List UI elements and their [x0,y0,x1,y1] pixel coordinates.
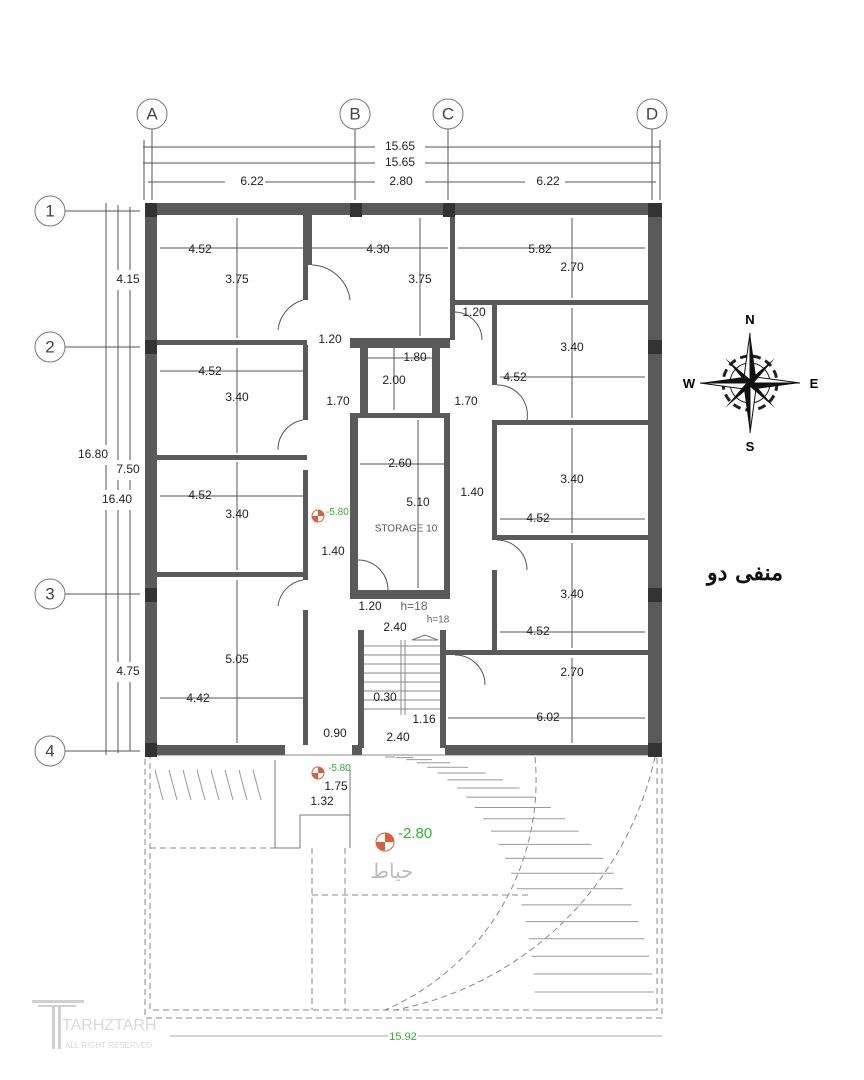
stair-dim-2: 0.30 [373,690,397,704]
level-yard: -2.80 [398,825,432,842]
axis-b: B [349,105,360,124]
elevator-width: 1.80 [403,350,427,364]
small-stair [274,760,351,849]
stair-dim-3: 1.16 [412,712,436,726]
watermark-sub: ALL RIGHT RESERVED [65,1041,152,1050]
axis-d: D [646,105,658,124]
compass-icon [699,332,801,434]
axis-2: 2 [45,338,54,357]
floor-label: منفی دو [705,560,783,586]
dim-row23: 7.50 [116,462,140,476]
stair-dim-6: 1.32 [310,794,334,808]
yard [144,754,663,1019]
dim-overall-2: 15.65 [385,155,415,169]
r4-height: 3.40 [560,587,584,601]
dim-total-inner: 16.40 [102,492,132,506]
level-marker-icon [375,832,395,852]
corridor-dim-2: 1.70 [326,394,350,408]
corridor-dim-3: 1.70 [454,394,478,408]
yard-step [224,769,234,801]
stair-dimensions: 1.20 h=18 h=18 2.40 0.30 1.16 2.40 0.90 … [310,599,449,808]
level-entry: -5.80 [328,763,351,774]
corridor-dim-5: 1.40 [460,485,484,499]
level-corridor: -5.80 [326,507,349,518]
dim-bc: 2.80 [389,174,413,188]
dim-row34: 4.75 [116,664,140,678]
yard-step [196,769,206,801]
compass-w: W [683,376,696,391]
l4-width: 4.42 [186,691,210,705]
dim-cd: 6.22 [536,174,560,188]
stair-dim-5: 1.75 [324,779,348,793]
compass-e: E [810,376,819,391]
l3-width: 4.52 [188,488,212,502]
yard-step [210,769,220,801]
r1-height: 2.70 [560,260,584,274]
watermark-brand: TARHZTARH [62,1017,157,1034]
m1-height: 3.75 [408,272,432,286]
dim-total-outer: 16.80 [78,447,108,461]
top-dimensions: 15.65 15.65 6.22 2.80 6.22 [143,139,661,200]
yard-step [238,769,248,801]
r3-height: 3.40 [560,472,584,486]
room-dimensions: 4.52 3.75 4.52 3.40 4.52 3.40 4.42 5.05 … [186,242,584,724]
left-dimensions: 4.15 7.50 4.75 16.80 16.40 [78,203,142,755]
dim-overall-1: 15.65 [385,139,415,153]
r1-width: 5.82 [528,242,552,256]
axis-3: 3 [45,585,54,604]
r5-width: 6.02 [536,710,560,724]
compass-s: S [746,439,755,454]
corridor-dimensions: 1.20 1.70 1.70 1.40 1.40 1.20 [318,305,486,558]
yard-step [168,769,178,801]
stair-width-2: 2.40 [386,730,410,744]
yard-step [154,769,164,801]
doors [277,264,528,686]
level-marker-icon [311,509,325,523]
elevator-height: 2.00 [382,373,406,387]
grid-axes: A B C D 1 2 3 4 [34,98,668,767]
l1-width: 4.52 [188,242,212,256]
l2-width: 4.52 [198,364,222,378]
r3-width: 4.52 [526,511,550,525]
corridor-dim-4: 1.40 [321,544,345,558]
r2-width: 4.52 [503,370,527,384]
r5-height: 2.70 [560,665,584,679]
dim-ab: 6.22 [240,174,264,188]
walls [145,203,662,757]
stair-width-1: 2.40 [383,620,407,634]
stair-riser-1: h=18 [400,599,427,613]
stair [364,640,440,715]
storage-width: 2.60 [388,456,412,470]
axis-4: 4 [45,742,54,761]
l4-height: 5.05 [225,652,249,666]
dim-row12: 4.15 [116,272,140,286]
watermark-logo: TARHZTARH ALL RIGHT RESERVED [32,1000,157,1050]
stair-riser-2: h=18 [427,615,450,626]
m1-width: 4.30 [366,242,390,256]
level-marker-icon [311,766,325,780]
bottom-dim: 15.92 [389,1031,417,1043]
axis-c: C [442,105,454,124]
axis-1: 1 [45,202,54,221]
l2-height: 3.40 [225,390,249,404]
level-markers: -5.80 -5.80 -2.80 [311,507,432,852]
corridor-dim-6: 1.20 [462,305,486,319]
storage-height: 5.10 [406,495,430,509]
stair-arrow-icon [411,634,439,641]
yard-step [182,769,192,801]
r2-height: 3.40 [560,340,584,354]
corridor-dim-1: 1.20 [318,332,342,346]
axis-a: A [146,105,158,124]
stair-dim-4: 0.90 [323,726,347,740]
compass-n: N [745,312,754,327]
yard-label: حیاط [371,859,414,883]
storage-label: STORAGE 10 [375,524,438,535]
r4-width: 4.52 [526,624,550,638]
l3-height: 3.40 [225,507,249,521]
l1-height: 3.75 [225,272,249,286]
yard-step [252,769,262,801]
stair-dim-1: 1.20 [358,599,382,613]
